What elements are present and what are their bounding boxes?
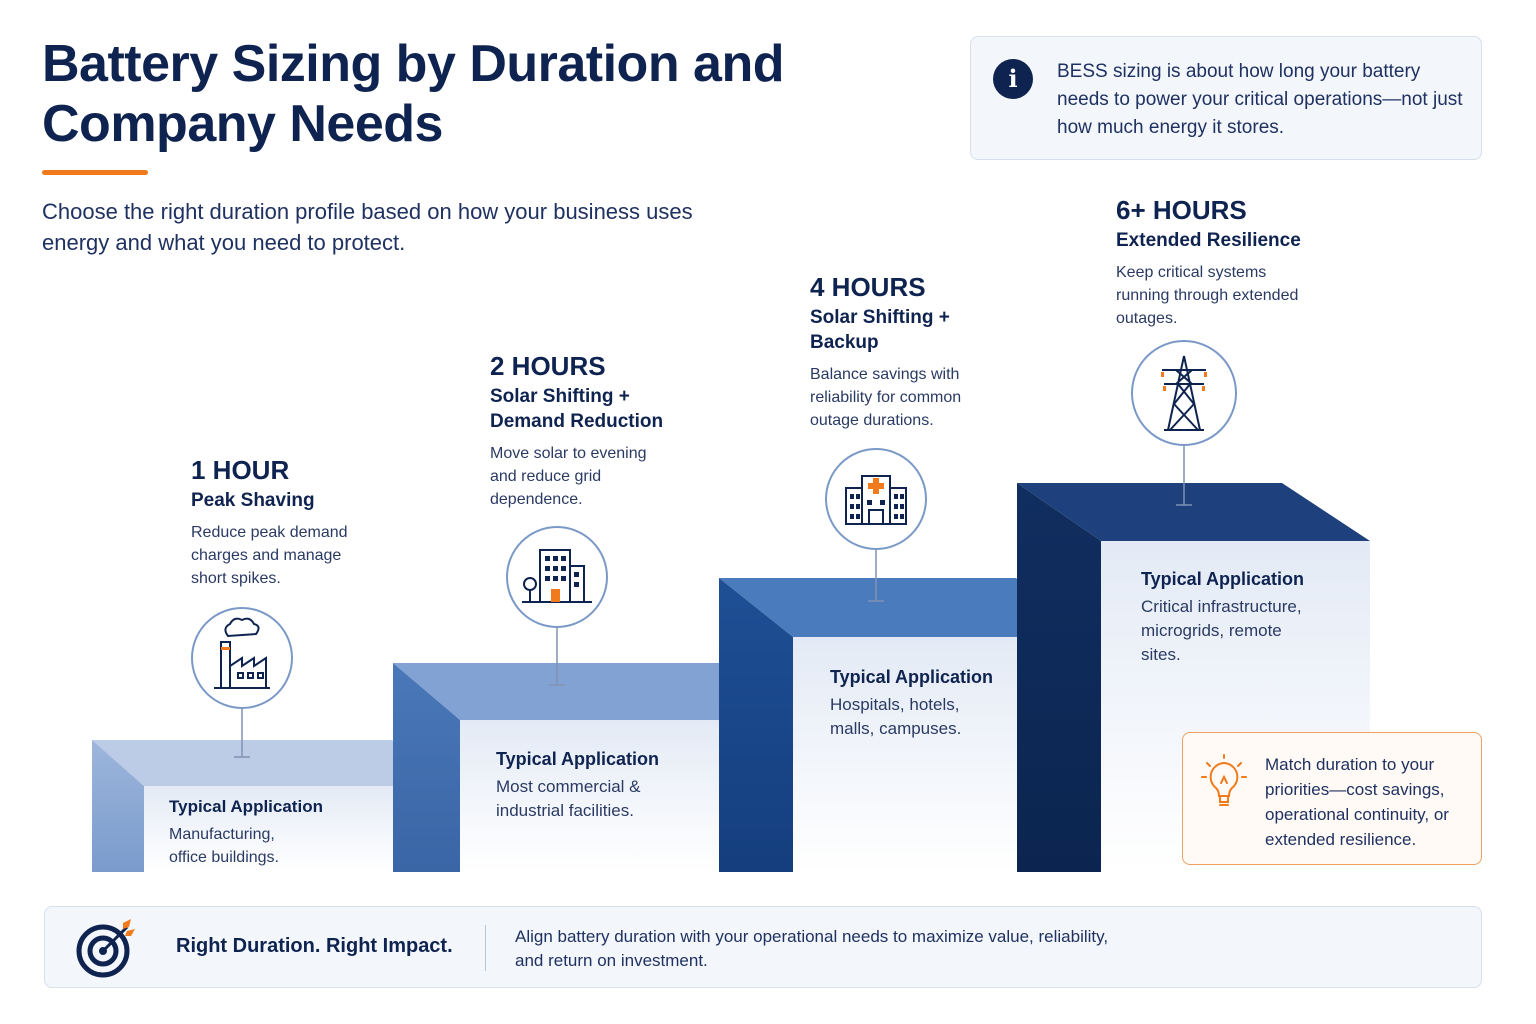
step-4-top: [1017, 483, 1370, 541]
step-3-top: [719, 578, 1100, 637]
step-4-application-label: Typical Application: [1141, 569, 1305, 589]
step-4-text: 6+ HOURS Extended Resilience Keep critic…: [1116, 194, 1356, 330]
transmission-tower-icon: [1131, 340, 1237, 446]
step-3-side: [719, 578, 793, 872]
lightbulb-icon: [1201, 754, 1247, 806]
step-4-side: [1017, 483, 1101, 872]
step-2-application-text: Most commercial & industrial facilities.: [496, 777, 641, 820]
footer-divider: [485, 925, 486, 971]
step-1-top: [92, 740, 460, 786]
info-icon: i: [993, 59, 1033, 99]
step-2-name: Solar Shifting + Demand Reduction: [490, 386, 664, 432]
step-1-description: Reduce peak demand charges and manage sh…: [191, 524, 348, 587]
step-1-application: Typical Application Manufacturing, offic…: [169, 795, 369, 869]
info-callout: i BESS sizing is about how long your bat…: [970, 36, 1482, 160]
step-3-text: 4 HOURS Solar Shifting + Backup Balance …: [810, 271, 1010, 432]
step-4-application-text: Critical infrastructure, microgrids, rem…: [1141, 597, 1302, 664]
step-1-application-text: Manufacturing, office buildings.: [169, 826, 279, 866]
step-1-text: 1 HOUR Peak Shaving Reduce peak demand c…: [191, 454, 391, 590]
step-3-description: Balance savings with reliability for com…: [810, 366, 962, 429]
info-callout-text: BESS sizing is about how long your batte…: [1057, 61, 1463, 138]
step-2-side: [393, 663, 460, 872]
step-3-application-label: Typical Application: [830, 667, 994, 687]
title-underline: [42, 170, 148, 175]
step-3-application-text: Hospitals, hotels, malls, campuses.: [830, 695, 962, 738]
step-3-application: Typical Application Hospitals, hotels, m…: [830, 665, 1070, 741]
step-4-description: Keep critical systems running through ex…: [1116, 264, 1299, 327]
step-2-top: [393, 663, 793, 720]
step-2-application: Typical Application Most commercial & in…: [496, 747, 736, 823]
step-1-hours: 1 HOUR: [191, 455, 290, 485]
step-1-name: Peak Shaving: [191, 490, 315, 511]
step-4-block: [1017, 483, 1370, 872]
step-2-hours: 2 HOURS: [490, 351, 606, 381]
tip-callout: Match duration to your priorities—cost s…: [1182, 732, 1482, 865]
hospital-icon: [825, 448, 927, 550]
page-title: Battery Sizing by Duration and Company N…: [42, 35, 784, 153]
factory-icon: [191, 607, 293, 709]
footer-banner: Right Duration. Right Impact. Align batt…: [44, 906, 1482, 988]
step-2-description: Move solar to evening and reduce grid de…: [490, 445, 647, 508]
step-3-name: Solar Shifting + Backup: [810, 307, 950, 353]
footer-text: Align battery duration with your operati…: [515, 927, 1109, 970]
step-1-application-label: Typical Application: [169, 797, 323, 816]
step-4-hours: 6+ HOURS: [1116, 195, 1247, 225]
tip-callout-text: Match duration to your priorities—cost s…: [1265, 755, 1449, 849]
step-4-application: Typical Application Critical infrastruct…: [1141, 567, 1361, 667]
step-1-side: [92, 740, 144, 872]
office-building-icon: [506, 526, 608, 628]
step-3-hours: 4 HOURS: [810, 272, 926, 302]
step-2-text: 2 HOURS Solar Shifting + Demand Reductio…: [490, 350, 690, 511]
icon-connectors: [234, 445, 1192, 758]
step-4-name: Extended Resilience: [1116, 230, 1301, 251]
step-2-application-label: Typical Application: [496, 749, 660, 769]
target-icon: [76, 919, 135, 978]
page-subtitle: Choose the right duration profile based …: [42, 199, 693, 255]
footer-tagline: Right Duration. Right Impact.: [176, 935, 453, 957]
